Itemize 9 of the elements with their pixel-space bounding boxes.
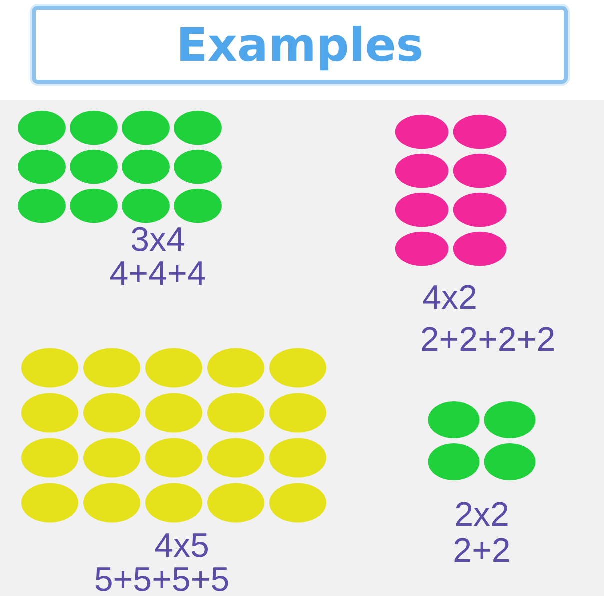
multiplication-label: 3x4 bbox=[130, 222, 186, 258]
addition-label: 5+5+5+5 bbox=[94, 562, 230, 596]
addition-label: 2+2+2+2 bbox=[420, 322, 556, 358]
multiplication-label: 4x5 bbox=[154, 528, 210, 564]
multiplication-label: 2x2 bbox=[454, 497, 510, 533]
multiplication-label: 4x2 bbox=[422, 280, 478, 316]
addition-label: 4+4+4 bbox=[110, 256, 206, 292]
addition-label: 2+2 bbox=[453, 533, 511, 569]
title-banner: Examples bbox=[32, 6, 568, 84]
